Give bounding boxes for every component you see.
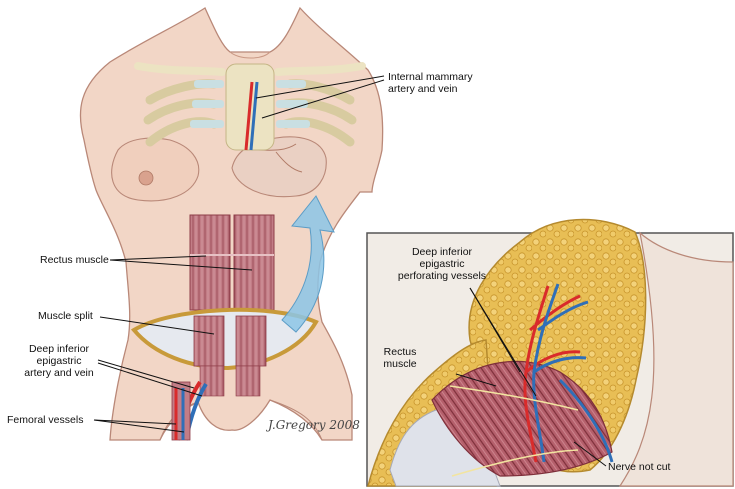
label-internal-mammary: Internal mammary artery and vein — [388, 71, 473, 95]
nipple — [139, 171, 153, 185]
cartilage — [194, 80, 224, 88]
cartilage — [192, 100, 224, 108]
label-line: artery and vein — [388, 83, 473, 95]
cartilage — [276, 120, 310, 128]
label-line: muscle — [378, 358, 422, 370]
label-line: epigastric — [396, 258, 488, 270]
label-rectus-muscle: Rectus muscle — [40, 254, 109, 266]
split-muscle-left — [194, 316, 224, 366]
label-diep-perforating: Deep inferior epigastric perforating ves… — [396, 246, 488, 282]
label-deep-inferior-epigastric: Deep inferior epigastric artery and vein — [17, 343, 101, 379]
label-muscle-split: Muscle split — [38, 310, 93, 322]
label-line: Deep inferior — [17, 343, 101, 355]
artist-signature: J.Gregory 2008 — [268, 418, 360, 432]
label-inset-rectus: Rectus muscle — [378, 346, 422, 370]
label-nerve-not-cut: Nerve not cut — [608, 461, 670, 473]
label-line: epigastric — [17, 355, 101, 367]
left-rectus — [190, 215, 230, 310]
cartilage — [276, 80, 306, 88]
lower-rectus — [236, 366, 260, 396]
right-rectus — [234, 215, 274, 310]
label-line: Internal mammary — [388, 71, 473, 83]
split-muscle-right — [236, 316, 266, 366]
cartilage — [190, 120, 224, 128]
label-line: perforating vessels — [396, 270, 488, 282]
label-line: Rectus — [378, 346, 422, 358]
label-line: Deep inferior — [396, 246, 488, 258]
cartilage — [276, 100, 308, 108]
right-breast — [112, 138, 199, 201]
label-line: artery and vein — [17, 367, 101, 379]
label-femoral-vessels: Femoral vessels — [7, 414, 83, 426]
